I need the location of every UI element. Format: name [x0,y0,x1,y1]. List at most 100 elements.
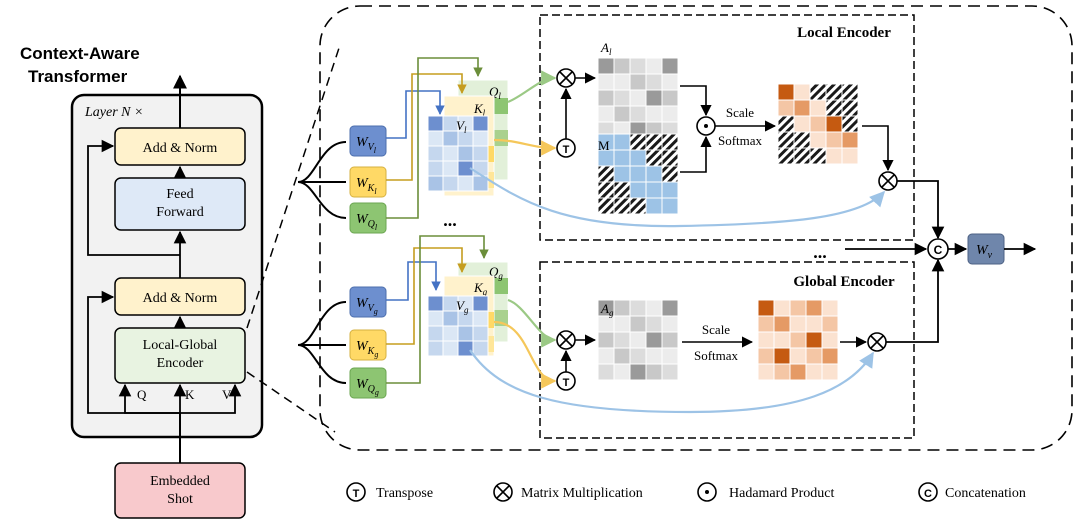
a-local-cell [629,89,647,107]
v-global-cell [457,340,474,357]
svg-text:C: C [934,243,943,257]
a-global-cell [629,315,647,333]
attn-global-cell [757,331,775,349]
w-k-local: WKl [349,166,387,198]
attn-global-cell [805,315,823,333]
svg-text:WQl: WQl [356,212,378,232]
scale-label-local: Scale [726,105,754,120]
legend-concat: Concatenation [945,486,1026,501]
a-global-cell [629,299,647,317]
w-q-local: WQl [349,202,387,234]
zoom-line-bottom [246,371,336,433]
mask-cell [597,133,615,151]
svg-text:Vl: Vl [456,118,467,135]
a-local-cell [661,105,679,123]
svg-text:WVg: WVg [356,296,378,316]
mask-cell [629,197,647,215]
add-norm-bottom-label: Add & Norm [143,291,218,306]
a-local-cell [645,105,663,123]
q-to-matmul-local [507,70,557,104]
concat-node: C [927,238,949,260]
a-local-cell [629,105,647,123]
attn-global-cell [773,363,791,381]
v-global-cell [427,295,444,312]
a-to-hadamard [680,85,712,117]
a-global-cell [613,299,631,317]
svg-text:Wv: Wv [976,243,993,261]
v-label: V [222,387,232,402]
matmul-legend-icon [493,482,513,502]
attn-global-cell [821,331,839,349]
attn-global-cell [757,363,775,381]
mask-cell [597,197,615,215]
global-encoder-box [539,261,915,439]
a-local-cell [661,73,679,91]
attn-local-cell [825,131,843,149]
v-global-cell [442,310,459,327]
svg-text:Kl: Kl [473,101,486,118]
mask-cell [645,197,663,215]
a-local-cell [613,89,631,107]
attn-global-cell [821,347,839,365]
embedded-shot-block [114,462,246,519]
mask-cell [661,181,679,199]
w-v-local: WVl [349,125,387,157]
attn-local-cell [777,99,795,117]
local-encoder-box [539,14,915,241]
w-k-global: WKg [349,329,387,361]
attn-local-cell [793,147,811,165]
attn-local-cell [809,83,827,101]
concat-legend-icon: C [918,482,938,502]
v-local-cell [427,175,444,192]
a-global-cell [645,363,663,381]
a-matrix-local: Al [597,40,679,139]
v-local-cell [457,145,474,162]
v-matrix-local: Vl [427,115,489,192]
v-to-matmul2-global [469,349,874,414]
a-local-cell [597,89,615,107]
attn-global-cell [757,315,775,333]
attn-global-cell [821,315,839,333]
a-global-cell [661,331,679,349]
v-global-cell [457,325,474,342]
q-to-matmul-global [507,298,557,348]
attn-local-cell [777,115,795,133]
attn-global-cell [821,299,839,317]
q-label: Q [137,387,147,402]
attn-global-cell [805,331,823,349]
mask-cell [661,149,679,167]
local-to-concat [897,180,945,240]
a-local-cell [613,57,631,75]
v-global-cell [472,340,489,357]
v-local-cell [472,130,489,147]
attention-local [777,83,859,165]
feed-forward-block [114,177,246,231]
attn-local-cell [777,131,795,149]
local-branch-lines [297,141,347,219]
a-global-cell [645,331,663,349]
mask-cell [613,133,631,151]
attn-global-cell [789,347,807,365]
a-global-cell [613,315,631,333]
w-v-global: WVg [349,286,387,318]
a-global-cell [597,363,615,381]
svg-text:Qg: Qg [489,264,503,281]
a-global-cell [613,363,631,381]
a-global-cell [661,299,679,317]
attn-global-cell [773,347,791,365]
svg-text:Ql: Ql [489,84,501,101]
wv-to-v-arrow-local [386,90,445,139]
svg-text:C: C [924,488,932,500]
attn-local-cell [825,99,843,117]
legend-transpose: Transpose [376,486,433,501]
layer-label: Layer N × [84,105,143,120]
v-global-cell [472,295,489,312]
a-global-cell [661,347,679,365]
transpose-legend-icon: T [346,482,366,502]
global-to-concat [886,258,945,343]
attn-global-cell [789,363,807,381]
attn-local-cell [809,131,827,149]
attn-local-cell [809,115,827,133]
attn-global-cell [805,347,823,365]
attn-local-cell [793,83,811,101]
